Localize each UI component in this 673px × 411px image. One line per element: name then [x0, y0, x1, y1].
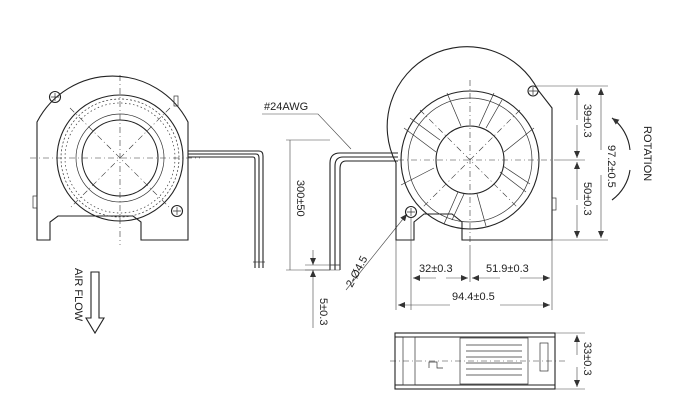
- right-view-dimensions: 39±0.3 50±0.3 97.2±0.5 32±0.3 51.9±0.3 9…: [395, 85, 617, 310]
- air-flow-indicator: AIR FLOW: [72, 268, 105, 335]
- right-view: [386, 46, 560, 245]
- dim-50-label: 50±0.3: [581, 182, 593, 216]
- hole-diameter-label: 2-Ø4.5: [344, 254, 370, 289]
- rotation-indicator: ROTATION: [611, 117, 653, 201]
- dim-519-label: 51.9±0.3: [486, 263, 529, 275]
- lead-length-label: 300±50: [294, 180, 306, 217]
- left-view-leads: [188, 150, 265, 268]
- lead-detail: #24AWG 300±50 5±0.3 2-Ø4.5: [262, 101, 408, 328]
- dim-32-label: 32±0.3: [419, 263, 453, 275]
- dim-97-label: 97.2±0.5: [605, 145, 617, 188]
- side-view: 33±0.3: [390, 332, 593, 390]
- air-flow-label: AIR FLOW: [72, 268, 84, 322]
- lead-tip-label: 5±0.3: [317, 298, 329, 325]
- rotation-label: ROTATION: [641, 126, 653, 181]
- dim-39-label: 39±0.3: [581, 104, 593, 138]
- wire-gauge-label: #24AWG: [264, 101, 308, 113]
- left-view: [30, 75, 200, 245]
- dim-33-label: 33±0.3: [581, 342, 593, 376]
- dim-944-label: 94.4±0.5: [452, 291, 495, 303]
